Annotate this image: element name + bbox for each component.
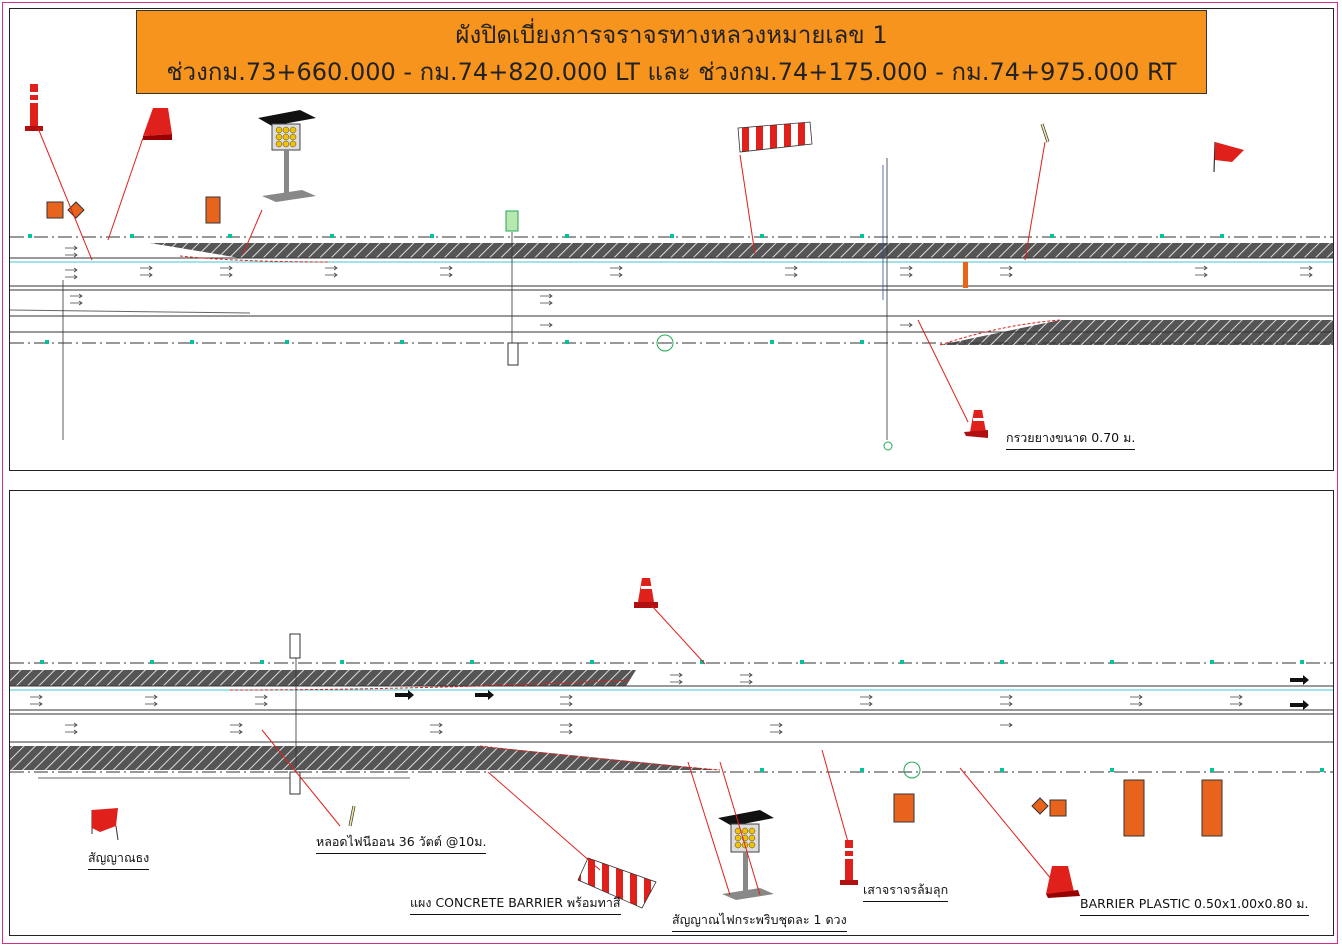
flex-post-icon <box>25 84 43 131</box>
flag-icon <box>1213 141 1244 173</box>
top-hatched-closure <box>150 243 1333 258</box>
concrete-barrier-icon-bottom <box>577 857 657 909</box>
bottom-road <box>10 640 1333 790</box>
concrete-barrier-icon <box>737 121 813 153</box>
rubber-cone-icon <box>964 410 988 438</box>
bottom-plan-panel <box>9 490 1334 936</box>
flashing-light-icon-bottom <box>718 810 774 900</box>
top-road <box>9 158 1333 451</box>
top-callout-leaders <box>37 127 1046 423</box>
flashing-light-icon <box>258 110 316 202</box>
label-flashing-light: สัญญาณไฟกระพริบชุดละ 1 ดวง <box>672 910 847 932</box>
neon-lamp-icon <box>1040 123 1050 143</box>
rubber-cone-icon-bottom <box>634 578 658 608</box>
road-signs-bottom <box>289 633 1223 837</box>
lower-hatched-closure <box>10 746 720 770</box>
label-concrete-barrier: แผง CONCRETE BARRIER พร้อมทาสี <box>410 893 621 915</box>
neon-lamp-icon-bottom <box>348 805 356 827</box>
flex-post-icon-bottom <box>840 840 858 885</box>
flag-icon-bottom <box>91 808 119 841</box>
label-plastic-barrier: BARRIER PLASTIC 0.50x1.00x0.80 ม. <box>1080 894 1309 916</box>
road-signs-top <box>46 196 968 366</box>
upper-hatched-closure <box>10 670 636 686</box>
title-banner: ผังปิดเบี่ยงการจราจรทางหลวงหมายเลข 1 ช่ว… <box>136 10 1207 94</box>
label-flex-post: เสาจราจรล้มลุก <box>863 880 949 902</box>
bottom-callout-leaders <box>261 605 1053 896</box>
plastic-barrier-icon-bottom <box>1046 866 1080 898</box>
title-line-1: ผังปิดเบี่ยงการจราจรทางหลวงหมายเลข 1 <box>455 21 888 49</box>
plastic-barrier-icon <box>143 108 172 140</box>
label-rubber-cone: กรวยยางขนาด 0.70 ม. <box>1006 428 1136 450</box>
label-neon-lamp: หลอดไฟนีออน 36 วัตต์ @10ม. <box>316 832 487 854</box>
title-line-2: ช่วงกม.73+660.000 - กม.74+820.000 LT และ… <box>166 58 1177 86</box>
label-flag-signal: สัญญาณธง <box>88 848 150 870</box>
